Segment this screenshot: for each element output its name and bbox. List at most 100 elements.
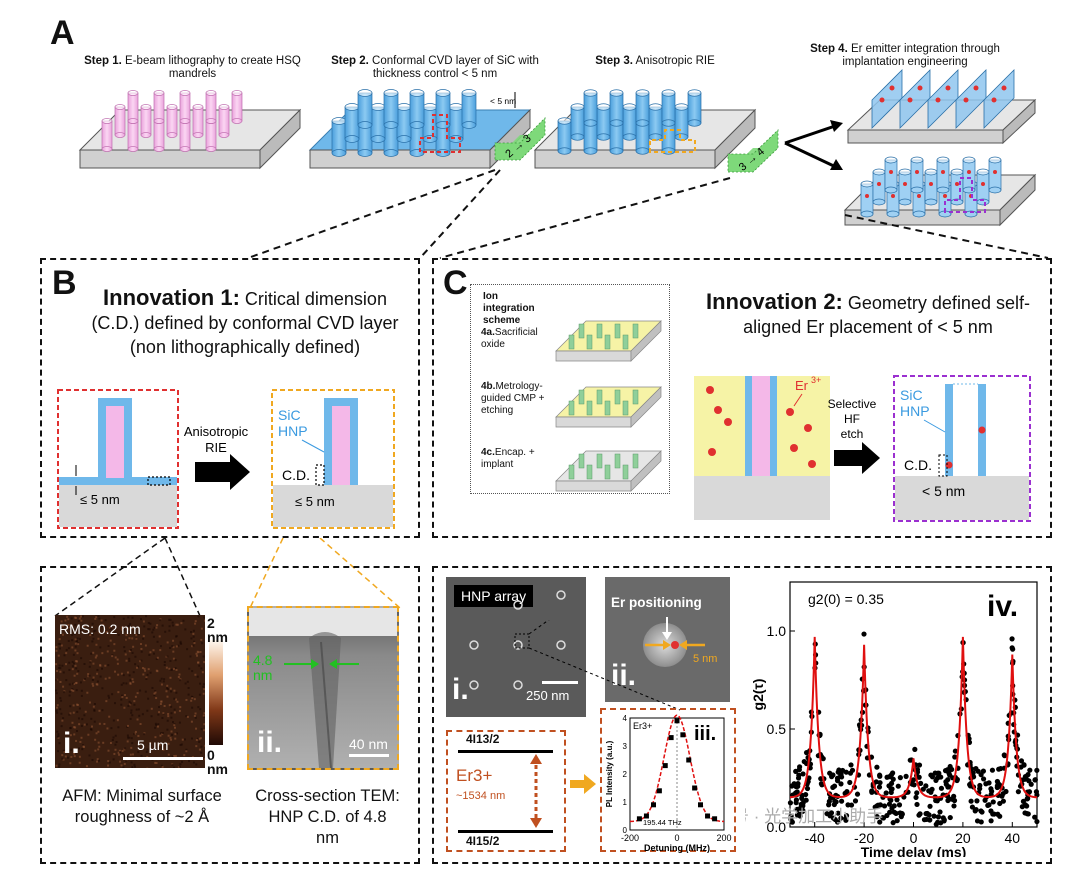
pl-data-point: [698, 802, 703, 808]
g2-ytick: 0.0: [767, 819, 787, 835]
panel-a-illustration: < 5 nm 2 → 3 3 → 4: [78, 69, 1049, 259]
g2-data-point: [988, 818, 994, 824]
svg-text:Anisotropic: Anisotropic: [184, 424, 249, 439]
g2-data-point: [803, 797, 809, 803]
g2-data-point: [1021, 762, 1027, 768]
g2-data-point: [923, 811, 929, 817]
g2-data-point: [896, 802, 903, 808]
step2-cross-section-marker: [419, 114, 461, 153]
pl-ytick: 1: [623, 798, 628, 807]
g2-data-point: [1009, 636, 1015, 642]
svg-text:Er: Er: [795, 378, 809, 393]
g2-data-point: [1023, 776, 1029, 782]
panel-b-diagram: ≤ 5 nm Anisotropic RIE SiC HNP C.D. ≤ 5 …: [57, 389, 395, 529]
panel-b-letter: B: [52, 264, 77, 302]
g2-data-point: [824, 811, 830, 817]
thickness-label: < 5 nm: [490, 96, 516, 106]
hsq-mandrels: [101, 90, 243, 152]
g2-data-point: [916, 774, 922, 780]
innovation-2-text: Innovation 2: Geometry defined self-alig…: [706, 289, 1030, 338]
g2-panel-label: iv.: [987, 590, 1018, 623]
g2-data-point: [931, 813, 937, 819]
g2-data-point: [895, 783, 901, 789]
step2-caption: Step 2. Conformal CVD layer of SiC with …: [331, 55, 539, 80]
g2-data-point: [889, 786, 895, 792]
hnp-array-image: HNP array i. 250 nm: [446, 577, 586, 717]
afm-colorbar: [209, 640, 223, 745]
g2-data-point: [986, 802, 992, 808]
g2-data-point: [1001, 752, 1007, 758]
pl-xlabel: Detuning (MHz): [644, 843, 710, 853]
step4-pillars: [843, 156, 1037, 227]
g2-data-point: [996, 782, 1003, 788]
g2-data-point: [990, 799, 996, 805]
svg-text:≤ 5 nm: ≤ 5 nm: [295, 494, 335, 509]
g2-data-point: [937, 809, 943, 815]
g2-data-point: [979, 809, 985, 815]
g2-data-point: [947, 814, 953, 821]
g2-data-point: [797, 764, 803, 770]
g2-data-point: [1025, 811, 1031, 817]
g2-data-point: [911, 782, 917, 788]
g2-data-point: [829, 774, 835, 780]
pl-data-point: [692, 785, 698, 791]
g2-data-point: [789, 819, 795, 825]
g2-data-point: [954, 776, 960, 783]
step4-fins: [846, 69, 1037, 145]
g2-data-point: [883, 790, 889, 796]
svg-text:HNP: HNP: [278, 423, 308, 439]
zoom-lines: [514, 620, 681, 711]
g2-data-point: [835, 769, 841, 775]
tem-image: 4.8 nm ii. 40 nm: [247, 606, 399, 770]
g2-data-point: [1018, 758, 1025, 764]
g2-data-point: [951, 803, 957, 809]
pl-freq-label: 195.44 THz: [643, 818, 682, 827]
g2-data-point: [831, 801, 837, 808]
g2-data-point: [847, 779, 853, 786]
g2-data-point: [872, 804, 878, 810]
panel-a-letter: A: [50, 14, 75, 52]
g2-data-point: [912, 746, 918, 752]
g2-data-point: [788, 813, 794, 819]
g2-data-point: [980, 768, 987, 774]
g2-data-point: [982, 797, 988, 803]
g2-data-point: [1034, 767, 1040, 773]
g2-annotation: g2(0) = 0.35: [808, 591, 884, 607]
g2-data-point: [838, 815, 844, 821]
g2-data-point: [793, 797, 800, 803]
svg-text:C.D.: C.D.: [904, 457, 932, 473]
g2-data-point: [839, 798, 845, 804]
g2-data-point: [874, 764, 880, 770]
g2-data-point: [890, 820, 896, 826]
g2-data-point: [884, 812, 890, 819]
g2-data-point: [989, 767, 996, 773]
g2-data-point: [910, 777, 917, 783]
g2-data-point: [876, 784, 883, 790]
g2-data-point: [1033, 789, 1040, 795]
g2-data-point: [938, 774, 944, 780]
g2-data-point: [835, 810, 841, 816]
g2-data-point: [888, 797, 894, 803]
etch-arrow: [834, 442, 880, 474]
g2-data-point: [974, 798, 980, 804]
g2-data-point: [1034, 818, 1040, 825]
g2-data-point: [801, 758, 807, 765]
er-positioning-image: Er positioning 5 nm ii.: [605, 577, 730, 702]
g2-data-point: [968, 798, 974, 804]
g2-data-point: [916, 762, 923, 768]
g2-ylabel: g2(τ): [750, 679, 766, 711]
arrow-to-4a: [784, 123, 839, 145]
g2-data-point: [890, 776, 896, 782]
g2-xtick: 20: [955, 830, 971, 846]
g2-xtick: 0: [910, 830, 918, 846]
g2-data-point: [834, 775, 841, 781]
g2-data-point: [854, 791, 861, 797]
g2-data-point: [938, 785, 945, 791]
g2-data-point: [793, 768, 799, 774]
pl-ytick: 2: [623, 770, 628, 779]
g2-data-point: [914, 790, 920, 796]
pl-ytick: 3: [623, 742, 628, 751]
g2-ytick: 0.5: [767, 721, 787, 737]
g2-data-point: [1000, 791, 1006, 797]
